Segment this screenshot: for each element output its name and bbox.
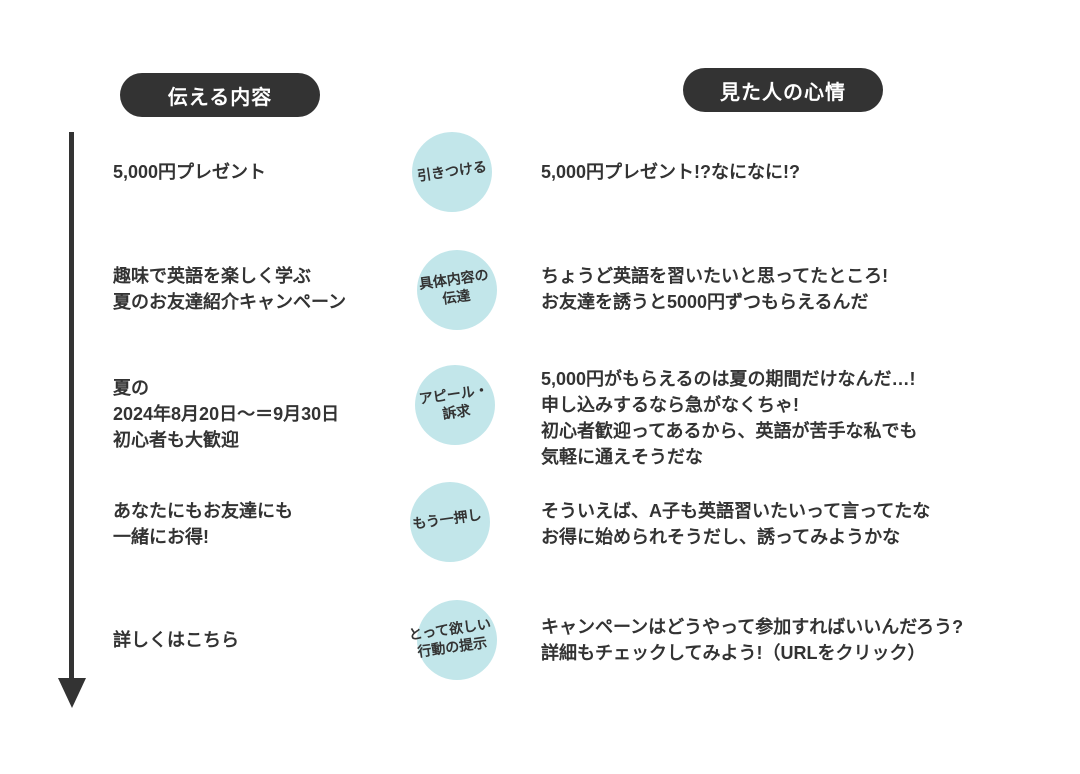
content-text: あなたにもお友達にも 一緒にお得! (113, 501, 293, 547)
feeling-text: ちょうど英語を習いたいと思ってたところ! お友達を誘うと5000円ずつもらえるん… (541, 266, 889, 312)
header-feeling: 見た人の心情 (683, 68, 883, 112)
arrow-down-icon (58, 678, 86, 708)
stage-circle (415, 365, 495, 445)
feeling-text: 5,000円プレゼント!?なになに!? (541, 162, 801, 182)
header-content: 伝える内容 (120, 73, 320, 117)
stage-label: アピール・ 訴求 (417, 381, 490, 422)
feeling-text: そういえば、A子も英語習いたいって言ってたな お得に始められそうだし、誘ってみよ… (541, 501, 931, 547)
content-text: 詳しくはこちら (113, 630, 239, 650)
stage-circle (417, 600, 497, 680)
content-text: 趣味で英語を楽しく学ぶ 夏のお友達紹介キャンペーン (113, 266, 347, 312)
content-text: 夏の 2024年8月20日〜＝9月30日 初心者も大歓迎 (113, 378, 340, 450)
timeline-arrow-line (69, 132, 74, 682)
stage-circle (412, 132, 492, 212)
content-text: 5,000円プレゼント (113, 162, 267, 182)
stage-circle (417, 250, 497, 330)
feeling-text: キャンペーンはどうやって参加すればいいんだろう? 詳細もチェックしてみよう!（U… (541, 617, 964, 663)
stage-circle (410, 482, 490, 562)
feeling-text: 5,000円がもらえるのは夏の期間だけなんだ…! 申し込みするなら急がなくちゃ!… (541, 369, 918, 467)
stage-label: 具体内容の 伝達 (417, 266, 490, 307)
